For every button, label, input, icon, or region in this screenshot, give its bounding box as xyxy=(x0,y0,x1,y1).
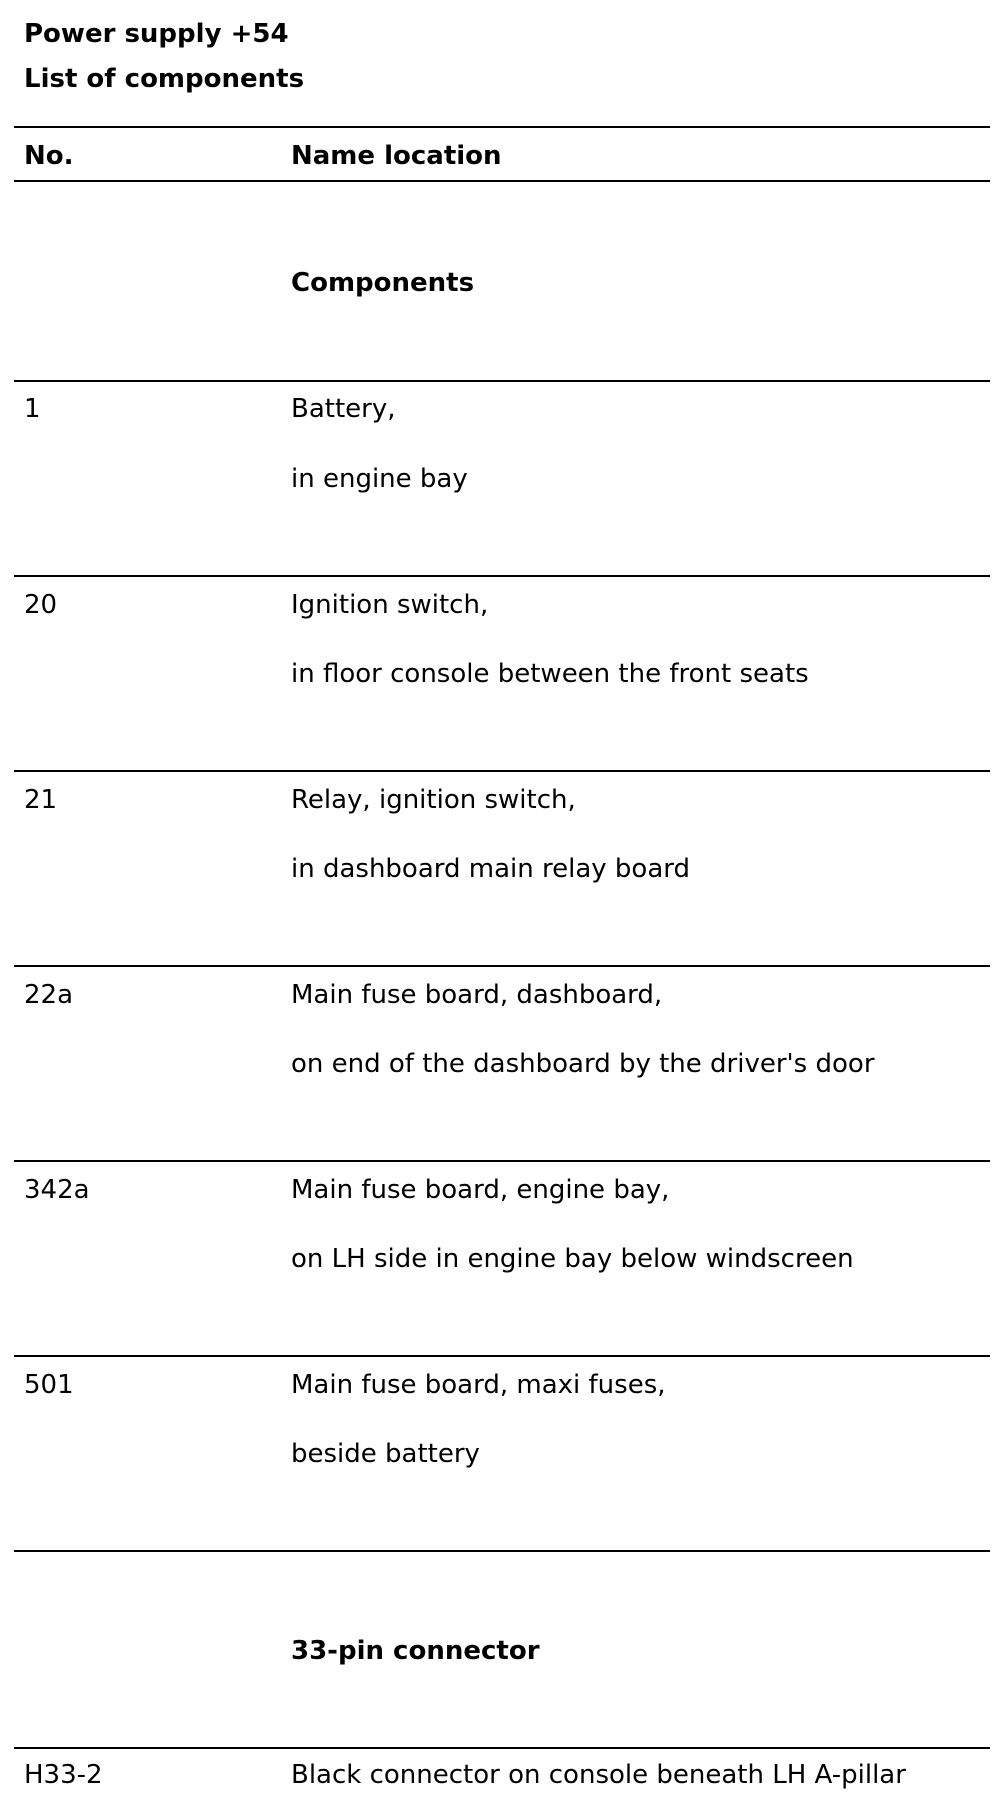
component-location: on LH side in engine bay below windscree… xyxy=(291,1244,854,1274)
row-number: 1 xyxy=(24,394,41,424)
component-location: on end of the dashboard by the driver's … xyxy=(291,1049,875,1079)
document-subtitle: List of components xyxy=(24,64,305,94)
row-divider xyxy=(14,965,990,967)
component-location: in engine bay xyxy=(291,464,468,494)
column-header-no: No. xyxy=(24,141,74,171)
connector-description: Black connector on console beneath LH A-… xyxy=(291,1760,906,1790)
row-divider xyxy=(14,770,990,772)
column-header-name-location: Name location xyxy=(291,141,502,171)
row-divider xyxy=(14,1747,990,1749)
row-number: 22a xyxy=(24,980,74,1010)
row-number: H33-2 xyxy=(24,1760,103,1790)
row-number: 20 xyxy=(24,590,58,620)
row-divider xyxy=(14,1355,990,1357)
row-number: 21 xyxy=(24,785,58,815)
row-divider xyxy=(14,1160,990,1162)
component-location: beside battery xyxy=(291,1439,480,1469)
component-name: Main fuse board, dashboard, xyxy=(291,980,663,1010)
row-number: 342a xyxy=(24,1175,90,1205)
row-divider xyxy=(14,380,990,382)
row-divider xyxy=(14,1550,990,1552)
section-heading-33-pin-connector: 33-pin connector xyxy=(291,1636,540,1666)
table-header-rule xyxy=(14,180,990,182)
table-top-rule xyxy=(14,126,990,128)
component-name: Main fuse board, maxi fuses, xyxy=(291,1370,666,1400)
section-heading-components: Components xyxy=(291,268,475,298)
title-block: Power supply +54 List of components xyxy=(24,12,304,102)
component-location: in dashboard main relay board xyxy=(291,854,691,884)
component-name: Ignition switch, xyxy=(291,590,489,620)
row-divider xyxy=(14,575,990,577)
document-title: Power supply +54 xyxy=(24,19,289,49)
component-name: Main fuse board, engine bay, xyxy=(291,1175,670,1205)
row-number: 501 xyxy=(24,1370,74,1400)
component-name: Relay, ignition switch, xyxy=(291,785,576,815)
component-location: in floor console between the front seats xyxy=(291,659,809,689)
component-name: Battery, xyxy=(291,394,396,424)
